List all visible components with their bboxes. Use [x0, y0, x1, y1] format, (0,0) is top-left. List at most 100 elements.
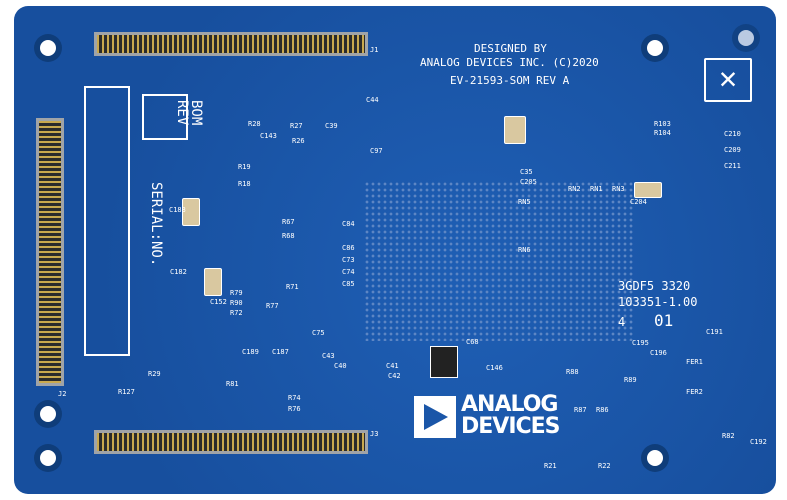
component-label: R86	[596, 406, 609, 414]
component-label: C196	[650, 349, 667, 357]
connector-j1-label: J1	[370, 46, 379, 54]
component-label: R68	[282, 232, 295, 240]
component-label: C74	[342, 268, 355, 276]
component-label: RN6	[518, 246, 531, 254]
serial-box	[84, 86, 130, 356]
mounting-hole	[641, 34, 669, 62]
component-label: C143	[260, 132, 277, 140]
component-label: R87	[574, 406, 587, 414]
component-label: R19	[238, 163, 251, 171]
connector-j2	[36, 118, 64, 386]
connector-j3-label: J3	[370, 430, 379, 438]
designer-line-2: ANALOG DEVICES INC. (C)2020	[420, 56, 599, 69]
component-label: C86	[342, 244, 355, 252]
component-label: R82	[722, 432, 735, 440]
bom-box	[142, 94, 188, 140]
component-label: C75	[312, 329, 325, 337]
component-label: RN1	[590, 185, 603, 193]
component-label: C84	[342, 220, 355, 228]
component-label: R103	[654, 120, 671, 128]
component-label: R21	[544, 462, 557, 470]
processor-bga	[364, 181, 634, 341]
connector-j3	[94, 430, 368, 454]
model-label: EV-21593-SOM REV A	[450, 74, 570, 87]
component-label: C211	[724, 162, 741, 170]
component-label: C68	[466, 338, 479, 346]
component-label: RN2	[568, 185, 581, 193]
component-label: C191	[706, 328, 723, 336]
component-label: R71	[286, 283, 299, 291]
component-label: R104	[654, 129, 671, 137]
component-label: R89	[624, 376, 637, 384]
component-label: R26	[292, 137, 305, 145]
component-label: C85	[342, 280, 355, 288]
date-code: 3GDF5 3320	[618, 279, 691, 293]
pcb-board: J1 J2 J3 BOM REV SERIAL:NO. DESIGNED BY …	[14, 6, 776, 494]
lot-b: 01	[654, 311, 674, 330]
component-label: R77	[266, 302, 279, 310]
mounting-hole	[34, 444, 62, 472]
component-label: C195	[632, 339, 649, 347]
capacitor	[204, 268, 222, 296]
component-label: R88	[566, 368, 579, 376]
component-label: C35	[520, 168, 533, 176]
mounting-hole	[732, 24, 760, 52]
capacitor	[182, 198, 200, 226]
lot-a: 4	[618, 315, 626, 329]
component-label: C209	[724, 146, 741, 154]
component-label: R81	[226, 380, 239, 388]
part-number: 103351-1.00	[618, 295, 698, 309]
component-label: FER2	[686, 388, 703, 396]
component-label: R67	[282, 218, 295, 226]
logo-text-2: DEVICES	[461, 414, 561, 439]
component-label: C43	[322, 352, 335, 360]
component-label: C189	[242, 348, 259, 356]
capacitor	[504, 116, 526, 144]
component-label: R74	[288, 394, 301, 402]
component-label: C210	[724, 130, 741, 138]
component-label: C146	[486, 364, 503, 372]
component-label: RN3	[612, 185, 625, 193]
connector-j2-label: J2	[58, 390, 67, 398]
component-label: C44	[366, 96, 379, 104]
component-label: FER1	[686, 358, 703, 366]
mounting-hole	[34, 34, 62, 62]
component-label: C39	[325, 122, 338, 130]
component-label: R79	[230, 289, 243, 297]
weee-bin-icon: ✕	[704, 58, 752, 102]
component-label: C192	[750, 438, 767, 446]
component-label: R29	[148, 370, 161, 378]
component-label: C183	[169, 206, 186, 214]
analog-devices-logo-icon	[414, 396, 456, 438]
component-label: R18	[238, 180, 251, 188]
component-label: R27	[290, 122, 303, 130]
component-label: R72	[230, 309, 243, 317]
logo-text-1: ANALOG	[461, 392, 558, 417]
component-label: R28	[248, 120, 261, 128]
component-label: C97	[370, 147, 383, 155]
component-label: R127	[118, 388, 135, 396]
component-label: C152	[210, 298, 227, 306]
rev-label: REV	[174, 100, 190, 126]
component-label: C187	[272, 348, 289, 356]
component-label: C205	[520, 178, 537, 186]
mounting-hole	[34, 400, 62, 428]
component-label: RN5	[518, 198, 531, 206]
mounting-hole	[641, 444, 669, 472]
component-label: C182	[170, 268, 187, 276]
capacitor	[634, 182, 662, 198]
connector-j1	[94, 32, 368, 56]
component-label: R76	[288, 405, 301, 413]
component-label: C41	[386, 362, 399, 370]
component-label: R22	[598, 462, 611, 470]
component-label: C42	[388, 372, 401, 380]
component-label: C73	[342, 256, 355, 264]
designer-line-1: DESIGNED BY	[474, 42, 547, 55]
component-label: C204	[630, 198, 647, 206]
inductor	[430, 346, 458, 378]
bom-label: BOM	[188, 100, 204, 126]
logo-text: ANALOG DEVICES	[461, 392, 561, 439]
component-label: C40	[334, 362, 347, 370]
component-label: R90	[230, 299, 243, 307]
serial-label: SERIAL:NO.	[148, 182, 164, 267]
